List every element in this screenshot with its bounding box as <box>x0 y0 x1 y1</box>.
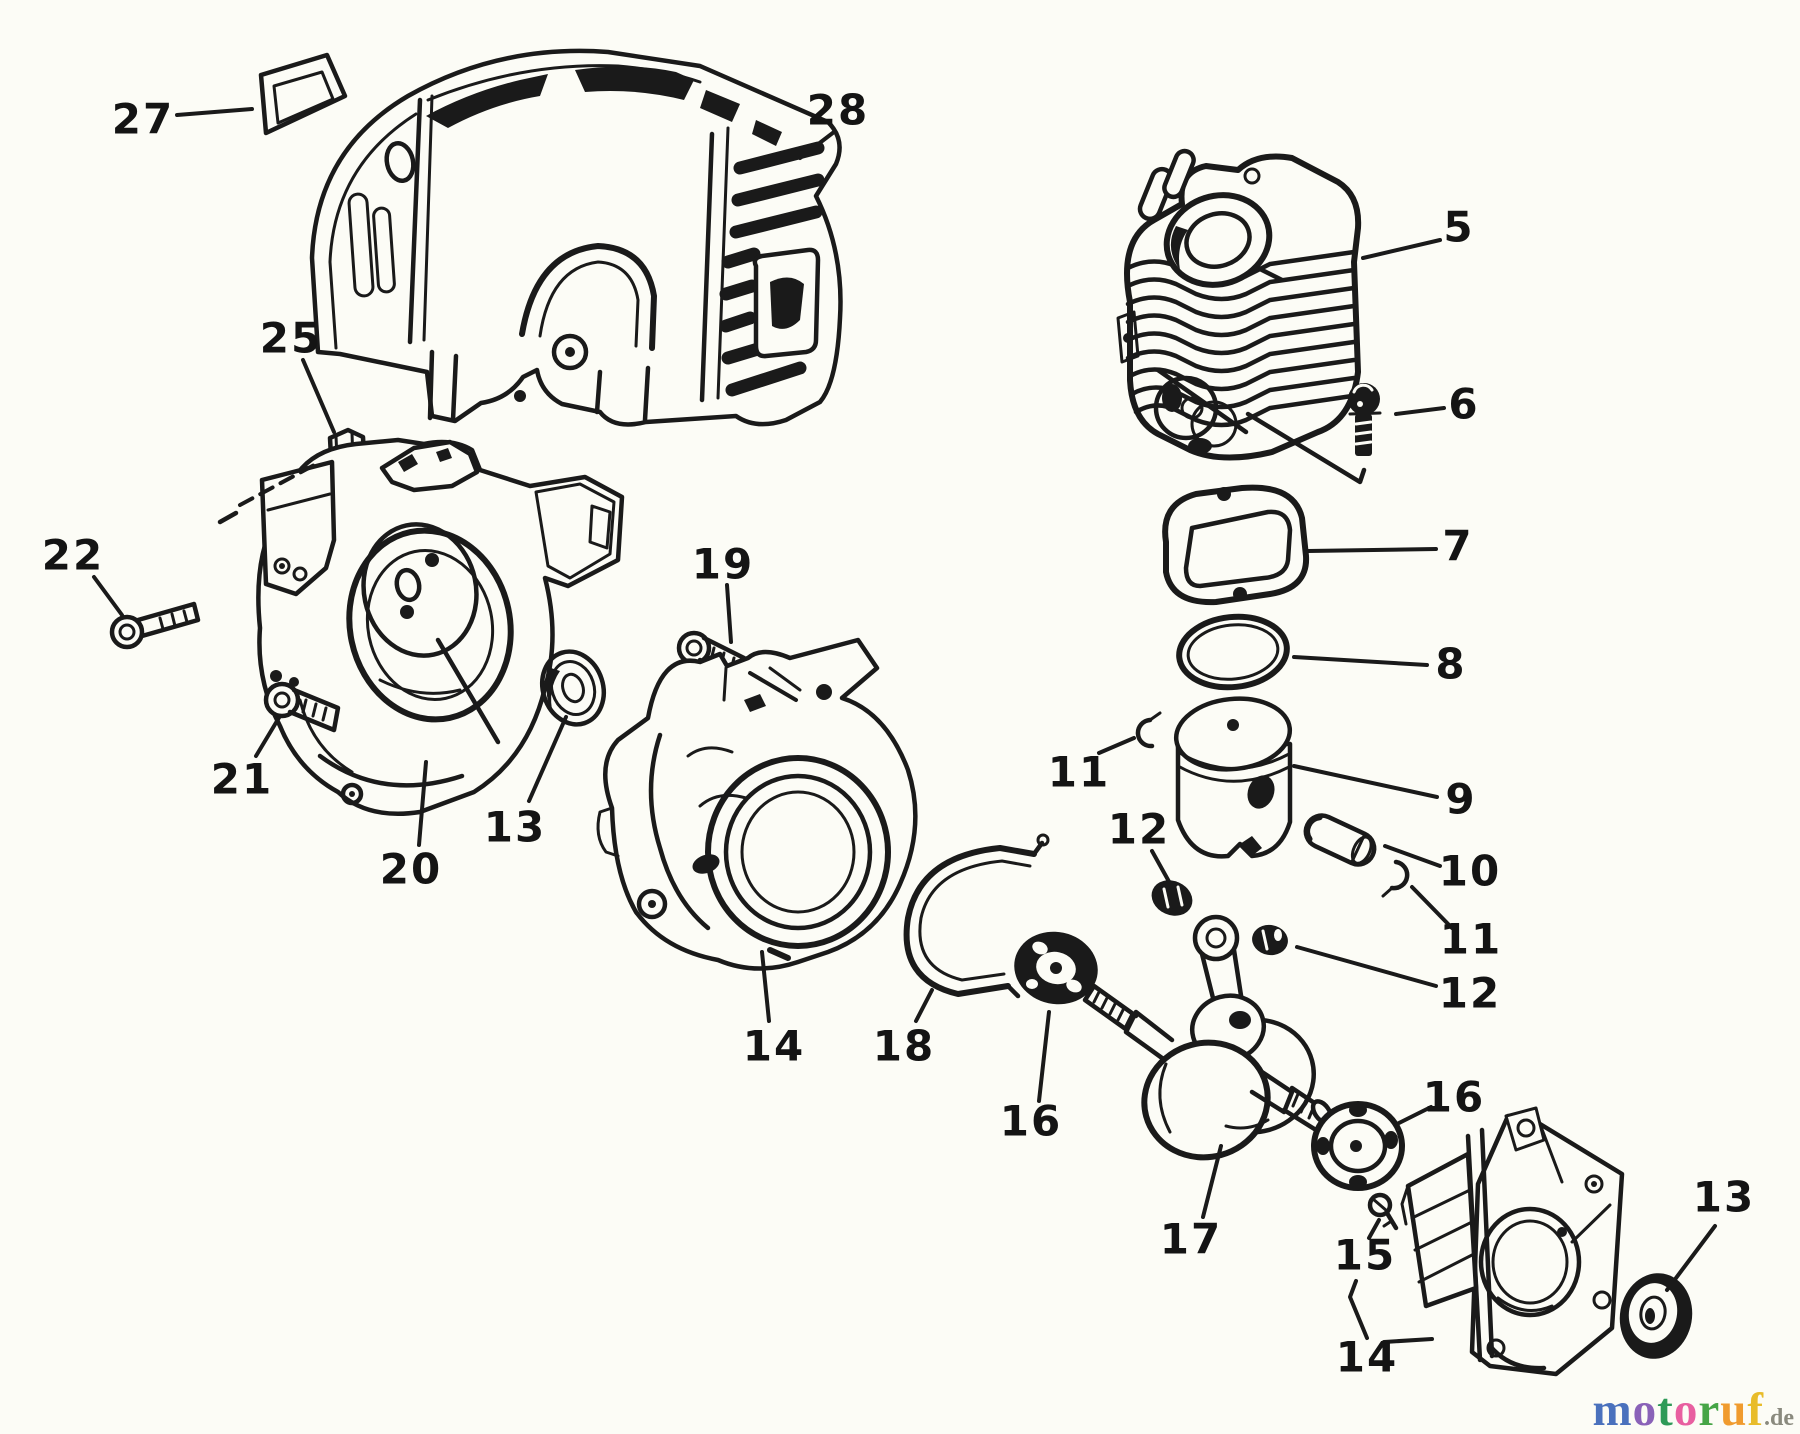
vent-louvers <box>719 141 825 397</box>
part-number-label-21-bolt: 21 <box>210 754 274 804</box>
cylinder-drawing <box>1116 148 1367 485</box>
crankcase-half-right-drawing <box>1400 1106 1625 1377</box>
part-number-label-16-ball-bearing: 16 <box>999 1096 1063 1146</box>
leader-line-11 <box>1097 736 1136 755</box>
part-number-label-11-pin-circlip: 11 <box>1047 747 1111 797</box>
part-number-label-17-crankshaft: 17 <box>1159 1214 1223 1264</box>
part-number-label-18-retainer-clip: 18 <box>872 1021 936 1071</box>
part-number-label-9-piston: 9 <box>1445 774 1477 824</box>
part-number-label-27-cover-pad: 27 <box>111 94 175 144</box>
needle-bearing-left-drawing <box>1151 880 1193 916</box>
watermark-suffix: .de <box>1764 1405 1794 1431</box>
leader-line-27 <box>175 107 254 117</box>
part-number-label-6-bolt: 6 <box>1448 379 1480 429</box>
oil-seal-right-drawing <box>1619 1273 1693 1359</box>
bolt-22-drawing <box>109 601 201 650</box>
watermark-letter: r <box>1698 1384 1721 1434</box>
leader-line-18 <box>914 988 934 1023</box>
leader-line-14 <box>1348 1279 1369 1340</box>
part-number-label-16-ball-bearing: 16 <box>1422 1072 1486 1122</box>
part-number-label-19-bolt: 19 <box>691 539 755 589</box>
part-number-label-14-crankcase-half: 14 <box>742 1021 806 1071</box>
part-number-label-28-engine-shroud-cover: 28 <box>806 85 870 135</box>
gasket-drawing <box>1162 484 1310 606</box>
part-number-label-12-needle-bearing: 12 <box>1107 804 1171 854</box>
leader-line-14 <box>760 950 771 1023</box>
leader-line-19 <box>725 583 733 644</box>
leader-line-20 <box>417 760 428 847</box>
part-number-label-25-square-nut: 25 <box>259 313 323 363</box>
part-number-label-14-crankcase-half: 14 <box>1335 1332 1399 1382</box>
leader-line-15 <box>1367 1218 1381 1240</box>
watermark-letter: u <box>1720 1384 1748 1434</box>
piston-drawing <box>1173 696 1293 859</box>
flywheel-housing-drawing <box>217 437 625 817</box>
watermark-letter: t <box>1657 1384 1674 1434</box>
leader-line-12 <box>1150 849 1174 889</box>
leader-line-21 <box>254 714 282 758</box>
leader-line-16 <box>1397 1105 1433 1125</box>
bolt-6-drawing <box>1348 383 1382 456</box>
watermark-letter: o <box>1632 1384 1658 1434</box>
part-number-label-7-cylinder-gasket: 7 <box>1442 521 1474 571</box>
leader-line-12 <box>1295 945 1438 988</box>
o-ring-drawing <box>1176 613 1290 691</box>
part-number-label-11-pin-circlip: 11 <box>1439 914 1503 964</box>
callout-leader-lines <box>92 107 1717 1344</box>
part-number-label-22-bolt: 22 <box>41 530 105 580</box>
cover-pad-drawing <box>258 52 348 136</box>
part-number-label-12-needle-bearing: 12 <box>1438 968 1502 1018</box>
leader-line-22 <box>92 575 124 617</box>
part-number-label-8-o-ring: 8 <box>1435 639 1467 689</box>
part-number-label-5-cylinder: 5 <box>1443 202 1475 252</box>
part-number-label-13-oil-seal: 13 <box>1692 1172 1756 1222</box>
leader-line-5 <box>1361 238 1442 260</box>
watermark-letter: f <box>1747 1384 1764 1434</box>
watermark-letter: o <box>1673 1384 1699 1434</box>
leader-line-16 <box>1037 1010 1051 1103</box>
screw-15-drawing <box>1367 1192 1399 1231</box>
piston-pin-drawing <box>1303 813 1377 867</box>
watermark-logo: motoruf.de <box>1593 1387 1794 1434</box>
leader-line-28 <box>798 130 836 160</box>
engine-shroud-cover-drawing <box>309 48 843 427</box>
leader-line-25 <box>301 358 336 434</box>
leader-line-13 <box>1665 1224 1717 1292</box>
leader-line-13 <box>527 715 568 803</box>
part-number-label-20-flywheel-housing: 20 <box>379 844 443 894</box>
crankshaft-drawing <box>1082 914 1334 1161</box>
ball-bearing-right-drawing <box>1311 1101 1405 1191</box>
bolt-21-drawing <box>263 681 341 733</box>
leader-line-17 <box>1201 1144 1223 1219</box>
crankcase-half-mid-drawing <box>596 637 918 971</box>
circlip-right-drawing <box>1381 859 1410 898</box>
oil-seal-left-drawing <box>540 649 606 727</box>
leader-line-6 <box>1394 406 1446 416</box>
part-number-label-15-screw: 15 <box>1333 1230 1397 1280</box>
leader-line-8 <box>1292 655 1429 667</box>
leader-line-9 <box>1292 764 1439 799</box>
leader-line-7 <box>1306 547 1438 553</box>
circlip-left-drawing <box>1135 711 1162 749</box>
leader-line-14 <box>1382 1337 1434 1344</box>
ball-bearing-left-drawing <box>1014 931 1098 1005</box>
needle-bearing-right-drawing <box>1252 924 1288 956</box>
leader-line-19 <box>748 671 798 702</box>
watermark-letter: m <box>1592 1384 1633 1434</box>
retainer-clip-drawing <box>903 833 1050 999</box>
leader-line-11 <box>1410 885 1454 930</box>
part-number-label-10-piston-pin: 10 <box>1438 846 1502 896</box>
part-number-label-13-oil-seal: 13 <box>483 802 547 852</box>
leader-line-10 <box>1383 844 1442 868</box>
